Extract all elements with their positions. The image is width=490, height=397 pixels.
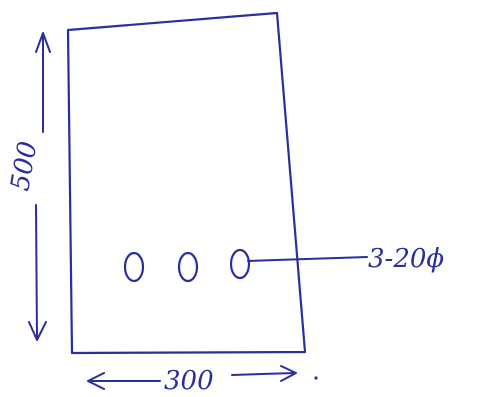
depth-label: 500 <box>5 139 43 193</box>
rebar-bar-3 <box>229 248 251 280</box>
rebar-bar-2 <box>177 251 199 283</box>
rebar-label: 3-20ϕ <box>368 244 444 274</box>
width-label: 300 <box>164 366 214 396</box>
leader-line <box>247 256 368 262</box>
section-outline <box>66 11 307 355</box>
width-arrow-right <box>231 365 297 382</box>
depth-arrow-bottom <box>28 204 47 341</box>
width-arrow-left <box>87 372 161 390</box>
depth-arrow-top <box>35 32 51 133</box>
dot-mark <box>314 376 318 380</box>
rebar-group <box>123 248 251 283</box>
rebar-bar-1 <box>123 251 145 283</box>
